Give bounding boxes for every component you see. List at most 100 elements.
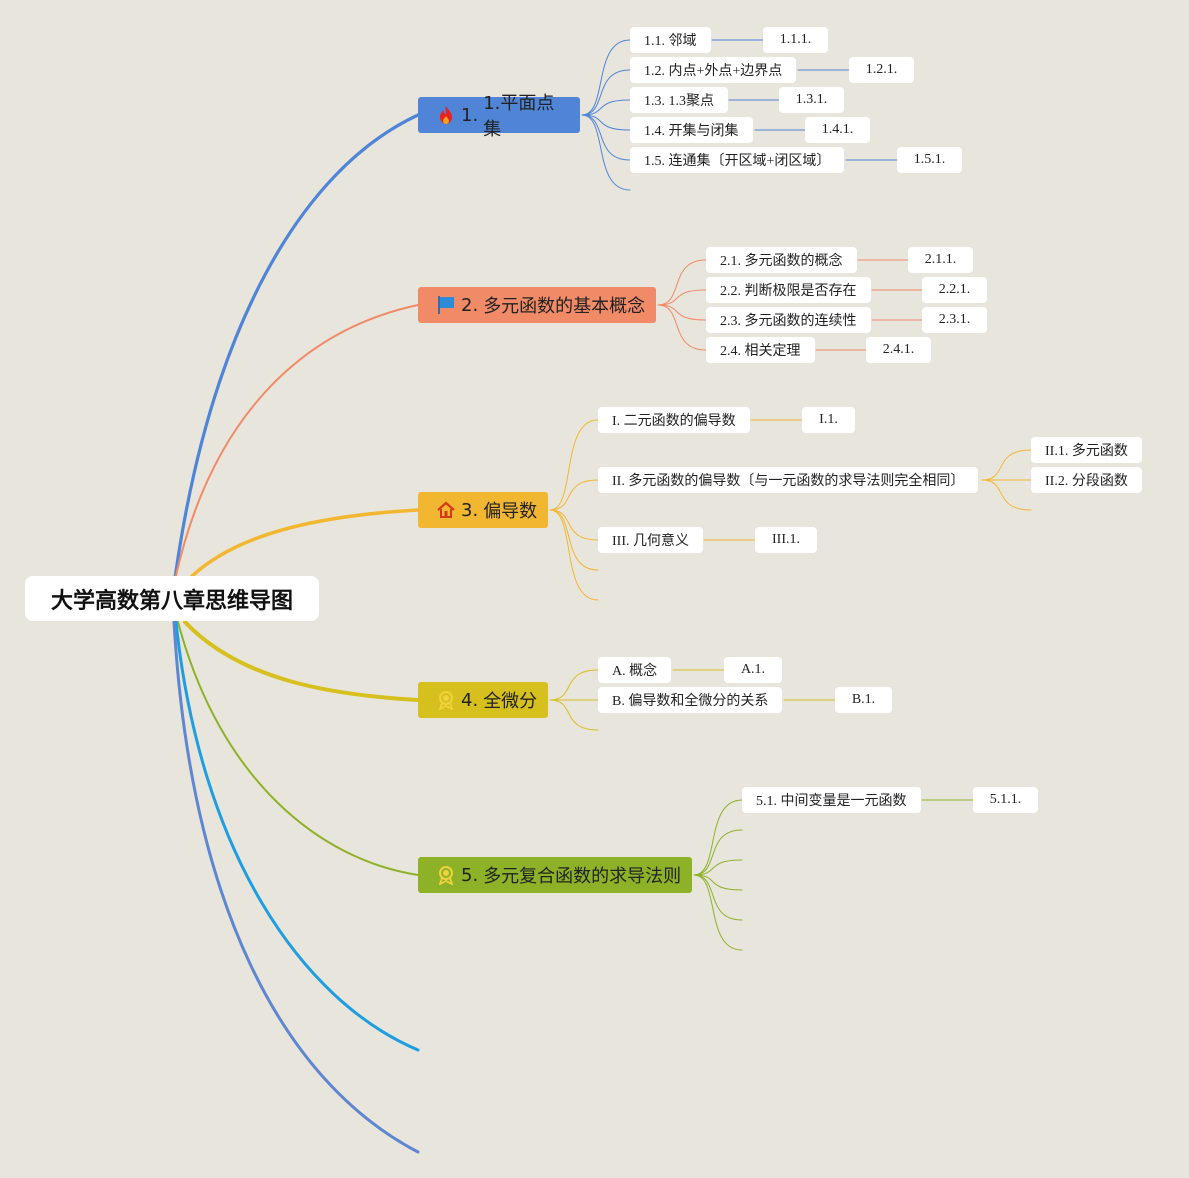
leaf-3-1-1[interactable]: I.1.	[802, 407, 855, 433]
branch-topic-5	[177, 621, 419, 876]
leaf-2-4-1[interactable]: 2.4.1.	[866, 337, 931, 363]
topic-4-node[interactable]: 4. 全微分	[418, 682, 548, 718]
item-2-2[interactable]: 2.2. 判断极限是否存在	[706, 277, 871, 303]
root-label: 大学高数第八章思维导图	[50, 588, 293, 614]
item-label: A. 概念	[612, 664, 658, 679]
item-label: 1.5. 连通集〔开区域+闭区域〕	[644, 154, 831, 169]
item-3-2-2[interactable]: II.2. 分段函数	[1031, 467, 1142, 493]
leaf-label: 1.3.1.	[795, 92, 828, 107]
leaf-label: III.1.	[772, 532, 800, 547]
item-1-3[interactable]: 1.3. 1.3聚点	[630, 87, 728, 113]
leaf-4-1-1[interactable]: A.1.	[724, 657, 782, 683]
topic-1-number: 1.	[461, 104, 479, 126]
topic-2-node[interactable]: 2. 多元函数的基本概念	[418, 287, 656, 323]
item-1-1[interactable]: 1.1. 邻域	[630, 27, 711, 53]
fan-5-1	[693, 829, 743, 876]
root-node[interactable]: 大学高数第八章思维导图	[25, 576, 319, 621]
item-1-2[interactable]: 1.2. 内点+外点+边界点	[630, 57, 797, 83]
item-label: 5.1. 中间变量是一元函数	[756, 794, 907, 809]
item-label: 1.4. 开集与闭集	[644, 124, 739, 139]
item-2-3[interactable]: 2.3. 多元函数的连续性	[706, 307, 871, 333]
fan-5-5	[693, 874, 743, 951]
branch-topic-3	[188, 508, 420, 580]
leaf-label: I.1.	[819, 412, 838, 427]
leaf-5-1-1[interactable]: 5.1.1.	[973, 787, 1038, 813]
item-3-3[interactable]: III. 几何意义	[598, 527, 703, 553]
fan-1-3	[581, 114, 631, 131]
fan-1-0	[581, 39, 631, 116]
fan-3-2-2	[981, 479, 1032, 511]
item-2-4[interactable]: 2.4. 相关定理	[706, 337, 815, 363]
item-5-1[interactable]: 5.1. 中间变量是一元函数	[742, 787, 921, 813]
branch-hidden-1	[174, 620, 420, 1052]
fan-2-0	[657, 259, 707, 306]
item-label: 1.1. 邻域	[644, 34, 697, 49]
topic-3-label: 偏导数	[483, 501, 538, 522]
fan-1-1	[581, 69, 631, 116]
fan-3-2	[549, 509, 599, 541]
leaf-label: 2.3.1.	[938, 312, 971, 327]
topic-5-node[interactable]: 5. 多元复合函数的求导法则	[418, 857, 692, 893]
fan-4-2	[549, 699, 599, 731]
award-icon	[436, 690, 456, 711]
leaf-label: 1.1.1.	[779, 32, 812, 47]
leaf-4-2-1[interactable]: B.1.	[835, 687, 892, 713]
fan-3-2-0	[981, 449, 1032, 481]
leaf-2-2-1[interactable]: 2.2.1.	[922, 277, 987, 303]
topic-3-node[interactable]: 3. 偏导数	[418, 492, 548, 528]
flag-icon	[436, 295, 456, 315]
item-1-4[interactable]: 1.4. 开集与闭集	[630, 117, 753, 143]
topic-4-label: 全微分	[483, 691, 538, 712]
topic-5-label: 多元复合函数的求导法则	[483, 866, 682, 887]
item-label: 1.3. 1.3聚点	[644, 94, 714, 109]
leaf-label: 5.1.1.	[989, 792, 1022, 807]
item-3-1[interactable]: I. 二元函数的偏导数	[598, 407, 750, 433]
item-4-2[interactable]: B. 偏导数和全微分的关系	[598, 687, 783, 713]
branch-topic-4	[183, 620, 420, 702]
leaf-3-3-1[interactable]: III.1.	[755, 527, 817, 553]
topic-4-number: 4.	[461, 689, 479, 711]
item-4-1[interactable]: A. 概念	[598, 657, 672, 683]
leaf-1-4-1[interactable]: 1.4.1.	[805, 117, 870, 143]
leaf-1-3-1[interactable]: 1.3.1.	[779, 87, 844, 113]
fan-5-2	[693, 859, 743, 876]
branch-topic-2	[174, 304, 419, 581]
leaf-1-2-1[interactable]: 1.2.1.	[849, 57, 914, 83]
item-3-2[interactable]: II. 多元函数的偏导数〔与一元函数的求导法则完全相同〕	[598, 467, 979, 493]
fan-4-0	[549, 669, 599, 701]
fan-5-4	[693, 874, 743, 921]
item-2-1[interactable]: 2.1. 多元函数的概念	[706, 247, 857, 273]
medal-icon	[436, 865, 456, 886]
fan-2-2	[657, 304, 707, 321]
fire-icon	[436, 105, 456, 125]
fan-3-0	[549, 419, 599, 511]
topic-2-label: 多元函数的基本概念	[483, 296, 646, 317]
leaf-2-1-1[interactable]: 2.1.1.	[908, 247, 973, 273]
leaf-1-1-1[interactable]: 1.1.1.	[763, 27, 828, 53]
item-label: II.1. 多元函数	[1045, 444, 1128, 459]
item-label: I. 二元函数的偏导数	[612, 414, 736, 429]
leaf-label: A.1.	[740, 662, 766, 677]
leaf-label: 1.4.1.	[821, 122, 854, 137]
topic-1-node[interactable]: 1. 1.平面点集	[418, 93, 580, 140]
leaf-1-5-1[interactable]: 1.5.1.	[897, 147, 962, 173]
branch-hidden-2	[172, 620, 420, 1154]
fan-1-5	[581, 114, 631, 191]
item-label: II.2. 分段函数	[1045, 474, 1128, 489]
leaf-label: 2.1.1.	[924, 252, 957, 267]
topic-1-label: 1.平面点集	[483, 93, 555, 140]
topic-2-number: 2.	[461, 294, 479, 316]
item-1-5[interactable]: 1.5. 连通集〔开区域+闭区域〕	[630, 147, 845, 173]
item-label: II. 多元函数的偏导数〔与一元函数的求导法则完全相同〕	[612, 474, 965, 489]
item-3-2-1[interactable]: II.1. 多元函数	[1031, 437, 1142, 463]
fan-2-1	[657, 289, 707, 306]
fan-1-4	[581, 114, 631, 161]
item-label: 1.2. 内点+外点+边界点	[644, 64, 783, 79]
item-label: 2.3. 多元函数的连续性	[720, 314, 857, 329]
leaf-label: 2.2.1.	[938, 282, 971, 297]
leaf-label: 1.5.1.	[913, 152, 946, 167]
topic-5-number: 5.	[461, 864, 479, 886]
leaf-2-3-1[interactable]: 2.3.1.	[922, 307, 987, 333]
